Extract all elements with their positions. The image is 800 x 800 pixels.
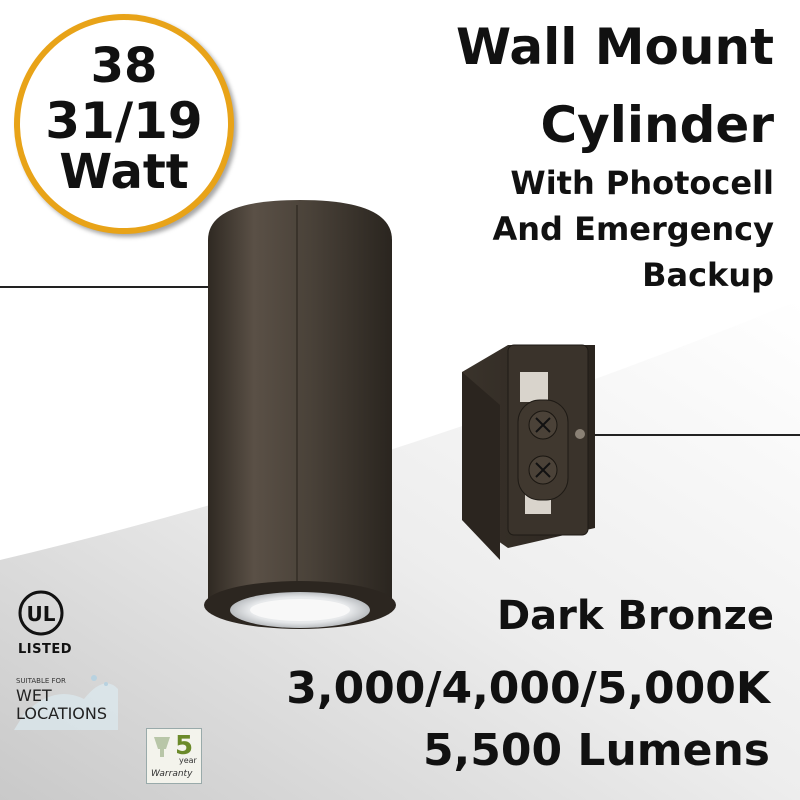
ul-listed-text: LISTED bbox=[18, 642, 73, 657]
wattage-line-1: 38 bbox=[90, 38, 158, 94]
color-temperature: 3,000/4,000/5,000K bbox=[286, 663, 770, 714]
wet-small-text: SUITABLE FOR bbox=[16, 677, 66, 685]
warranty-years: 5 bbox=[175, 731, 194, 761]
ul-icon: UL bbox=[18, 590, 64, 636]
product-title-line-1: Wall Mount bbox=[456, 18, 774, 76]
lumen-output: 5,500 Lumens bbox=[422, 725, 770, 776]
ul-listed-logo: UL LISTED bbox=[18, 590, 73, 657]
warranty-label: Warranty bbox=[151, 769, 193, 779]
wattage-badge: 38 31/19 Watt bbox=[14, 14, 234, 234]
product-subtitle: With Photocell And Emergency Backup bbox=[493, 160, 775, 298]
warranty-icon bbox=[154, 737, 170, 757]
warranty-badge: 5 year Warranty bbox=[146, 728, 202, 784]
warranty-unit: year bbox=[179, 756, 197, 765]
subtitle-line-1: With Photocell bbox=[510, 164, 774, 202]
wet-text: WET bbox=[16, 686, 52, 705]
svg-text:UL: UL bbox=[27, 602, 56, 626]
wattage-line-2: 31/19 bbox=[45, 92, 203, 150]
subtitle-line-3: Backup bbox=[642, 256, 774, 294]
locations-text: LOCATIONS bbox=[16, 704, 108, 723]
finish-color: Dark Bronze bbox=[496, 593, 774, 639]
wattage-unit: Watt bbox=[59, 144, 189, 200]
water-splash-icon bbox=[14, 675, 118, 730]
subtitle-line-2: And Emergency bbox=[492, 210, 775, 248]
wet-locations-badge: SUITABLE FOR WET LOCATIONS bbox=[14, 664, 120, 730]
product-title-line-2: Cylinder bbox=[540, 96, 774, 154]
